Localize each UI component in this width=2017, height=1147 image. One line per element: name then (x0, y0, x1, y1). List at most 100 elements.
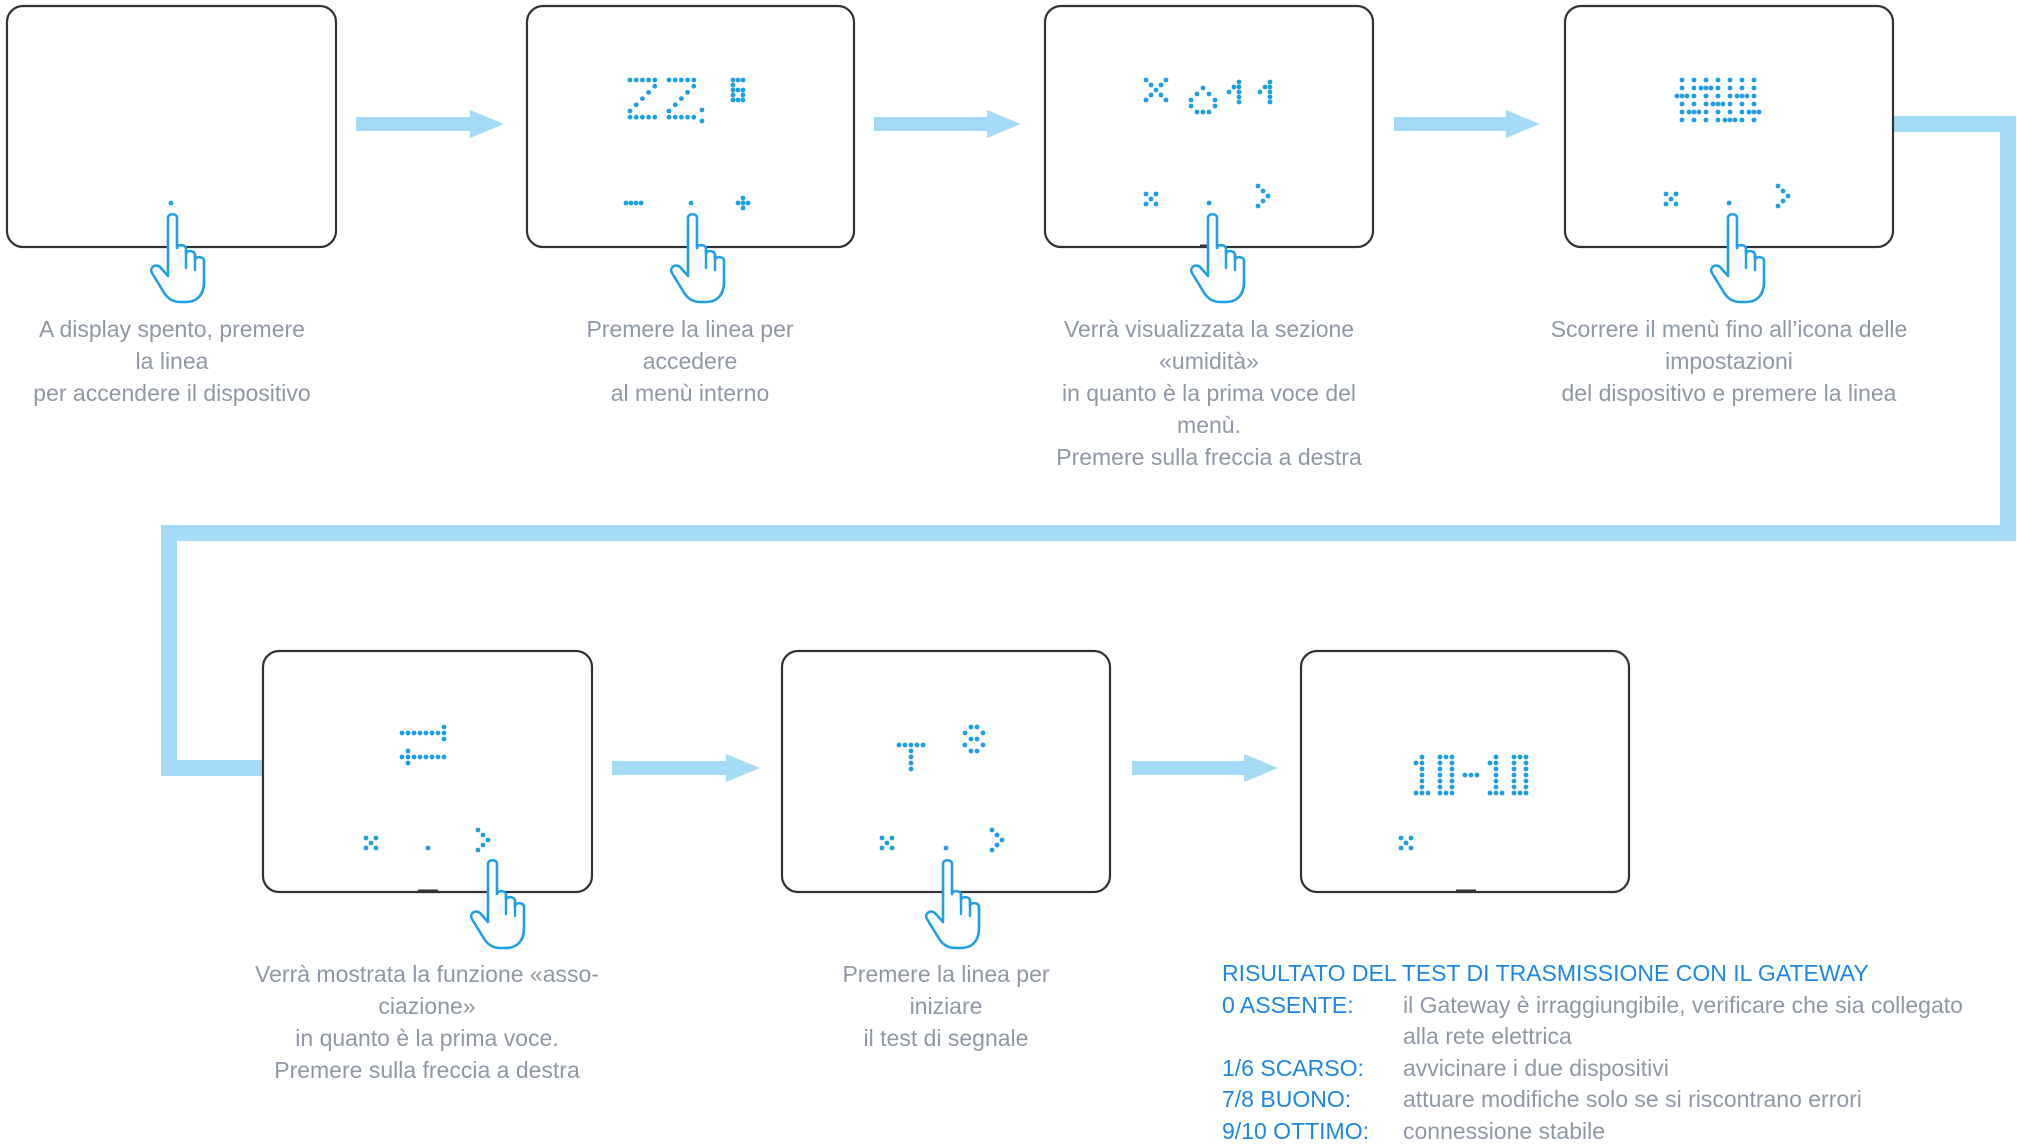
led-dot (1450, 791, 1455, 796)
led-dot (1512, 755, 1517, 760)
led-dot (1414, 761, 1419, 766)
led-dot (1728, 86, 1733, 91)
led-dot (969, 749, 974, 754)
led-dot (1692, 102, 1697, 107)
led-dot (430, 731, 435, 736)
result-legend: RISULTATO DEL TEST DI TRASMISSIONE CON I… (1222, 958, 2002, 1147)
led-dot (1227, 90, 1232, 95)
led-dot (731, 88, 736, 93)
led-dot (731, 83, 736, 88)
led-dot (1752, 118, 1757, 123)
led-dot (640, 115, 645, 120)
led-dot (400, 755, 405, 760)
led-dot (400, 731, 405, 736)
led-dot (1704, 78, 1709, 83)
led-dot (975, 737, 980, 742)
device-panel-7 (1301, 651, 1629, 892)
led-dot (1524, 779, 1529, 784)
arrow-2-to-3 (874, 110, 1021, 138)
led-dot (1426, 791, 1431, 796)
led-dot (1524, 791, 1529, 796)
led-dot (1664, 202, 1669, 207)
led-dot (909, 761, 914, 766)
led-dot (969, 737, 974, 742)
led-dot (1154, 88, 1159, 93)
led-dot (1524, 785, 1529, 790)
result-description: connessione stabile (1403, 1116, 1605, 1147)
led-dot (685, 115, 690, 120)
caption-line: Premere sulla freccia a destra (227, 1054, 627, 1086)
device-panel-5 (263, 651, 592, 892)
led-dot (679, 115, 684, 120)
led-dot (634, 115, 639, 120)
led-dot (1781, 199, 1786, 204)
led-dot (1488, 761, 1493, 766)
led-dot (442, 731, 447, 736)
led-dot (1144, 78, 1149, 83)
led-dot (1704, 102, 1709, 107)
led-dot (885, 841, 890, 846)
led-dot (1680, 94, 1685, 99)
caption-line: in quanto è la prima voce. (227, 1022, 627, 1054)
led-dot (646, 78, 651, 83)
led-dot (1494, 767, 1499, 772)
led-dot (1733, 118, 1738, 123)
led-dot (1414, 791, 1419, 796)
led-dot (1207, 92, 1212, 97)
led-dot (1524, 755, 1529, 760)
led-dot (1680, 78, 1685, 83)
led-dot (736, 201, 741, 206)
led-dot (700, 108, 705, 113)
led-dot (481, 833, 486, 838)
led-dot (1704, 94, 1709, 99)
caption-line: Verrà visualizzata la sezione (1039, 313, 1379, 345)
led-dot (700, 119, 705, 124)
led-dot (1752, 102, 1757, 107)
led-dot (1438, 773, 1443, 778)
result-description: attuare modifiche solo se si riscontrano… (1403, 1084, 1862, 1116)
led-dot (995, 833, 1000, 838)
caption-line: al menù interno (520, 377, 860, 409)
result-title: RISULTATO DEL TEST DI TRASMISSIONE CON I… (1222, 958, 2002, 990)
led-dot (1747, 110, 1752, 115)
led-dot (1512, 761, 1517, 766)
led-dot (1450, 767, 1455, 772)
led-dot (1692, 86, 1697, 91)
caption-line: la linea (2, 345, 342, 377)
led-dot (1409, 836, 1414, 841)
result-label: 9/10 OTTIMO: (1222, 1116, 1403, 1147)
led-dot (1518, 791, 1523, 796)
led-dot (909, 749, 914, 754)
led-dot (1268, 80, 1273, 85)
led-dot (731, 78, 736, 83)
led-dot (1687, 110, 1692, 115)
led-dot (1669, 197, 1674, 202)
led-dot (1268, 95, 1273, 100)
step-1-caption: A display spento, premere la linea per a… (2, 313, 342, 409)
led-dot (430, 755, 435, 760)
led-dot (1728, 94, 1733, 99)
led-dot (880, 846, 885, 851)
led-dot (1740, 110, 1745, 115)
led-dot (897, 743, 902, 748)
led-dot (1781, 189, 1786, 194)
caption-line: iniziare (776, 990, 1116, 1022)
led-dot (646, 90, 651, 95)
result-row-excellent: 9/10 OTTIMO: connessione stabile (1222, 1116, 2002, 1147)
led-dot (1258, 90, 1263, 95)
led-dot (1438, 785, 1443, 790)
caption-line: Premere la linea per (520, 313, 860, 345)
caption-line: il test di segnale (776, 1022, 1116, 1054)
led-dot (1154, 202, 1159, 207)
step-6-caption: Premere la linea per iniziare il test di… (776, 958, 1116, 1054)
led-dot (412, 731, 417, 736)
led-dot (1697, 110, 1702, 115)
led-dot (685, 78, 690, 83)
led-dot (652, 78, 657, 83)
result-row-poor: 1/6 SCARSO: avvicinare i due dispositivi (1222, 1053, 2002, 1085)
led-dot (741, 201, 746, 206)
led-dot (1512, 767, 1517, 772)
led-dot (1237, 100, 1242, 105)
result-label: 0 ASSENTE: (1222, 990, 1403, 1053)
led-dot (628, 109, 633, 114)
